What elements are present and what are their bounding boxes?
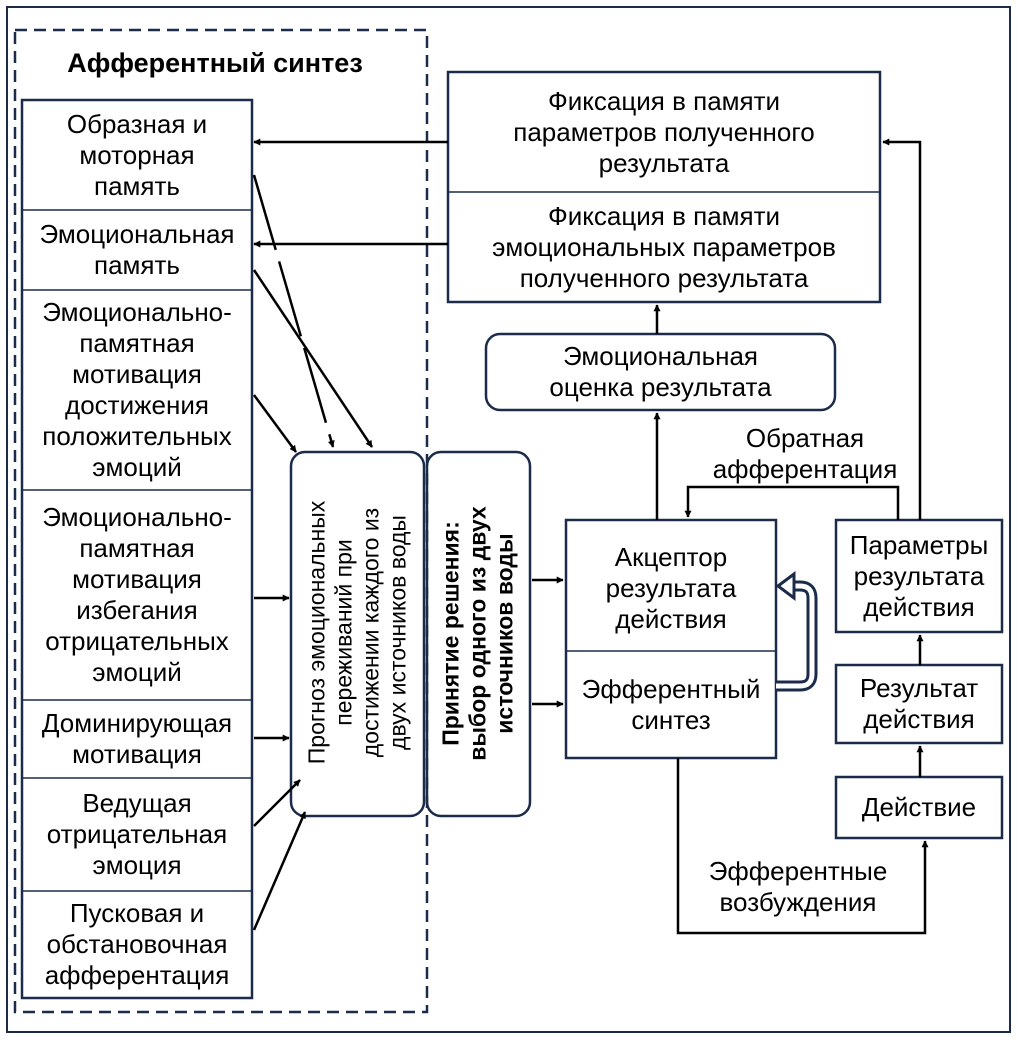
arrow-efferent-excitations xyxy=(676,758,929,935)
afferent-synthesis-title: Афферентный синтез xyxy=(67,47,363,78)
action-result-label: Результат действия xyxy=(859,673,979,734)
afferent-item-emotional-memory: Эмоциональная память xyxy=(39,219,235,280)
fixation-result-label: Фиксация в памяти параметров полученного… xyxy=(513,85,815,178)
arrow-image-memory-to-forecast xyxy=(252,174,335,448)
afferent-item-trigger-afferentation: Пусковая и обстановочная афферентация xyxy=(44,898,230,990)
memory-fixation-box xyxy=(446,70,882,304)
forecast-label: Прогноз эмоциональных переживаний при до… xyxy=(303,500,410,765)
arrow-feedback-afferentation xyxy=(684,485,900,520)
efferent-synthesis-label: Эфферентный синтез xyxy=(581,674,761,735)
afferent-column xyxy=(20,98,254,1000)
fixation-emotional-label: Фиксация в памяти эмоциональных параметр… xyxy=(492,200,836,293)
afferent-item-image-motor-memory: Образная и моторная память xyxy=(66,108,208,201)
arrow-emotional-memory-to-forecast xyxy=(252,269,374,448)
arrow-positive-motivation-to-forecast xyxy=(252,394,298,453)
arrow-trigger-afferentation-to-forecast xyxy=(252,811,307,931)
acceptor-label: Акцептор результата действия xyxy=(605,541,737,634)
arrow-leading-emotion-to-forecast xyxy=(253,779,301,827)
afferent-item-negative-motivation: Эмоционально- памятная мотивация избеган… xyxy=(42,502,232,687)
afferent-item-dominant-motivation: Доминирующая мотивация xyxy=(41,708,233,769)
arrow-params-to-memory xyxy=(882,138,922,520)
action-label: Действие xyxy=(861,792,977,822)
feedback-afferentation-label: Обратная афферентация xyxy=(712,423,898,484)
result-params-label: Параметры результата действия xyxy=(849,529,989,622)
decision-label: Принятие решения: выбор одного из двух и… xyxy=(437,506,518,761)
efferent-excitations-label: Эфферентные возбуждения xyxy=(708,856,888,917)
outer-frame xyxy=(6,6,1011,1033)
emotional-assessment-box xyxy=(484,332,837,412)
decision-box xyxy=(425,450,532,818)
afferent-dividers xyxy=(22,209,252,892)
emotional-assessment-label: Эмоциональная оценка результата xyxy=(549,341,772,402)
afferent-item-leading-negative-emotion: Ведущая отрицательная эмоция xyxy=(46,788,228,880)
acceptor-box xyxy=(564,518,778,760)
forecast-box xyxy=(289,450,426,818)
afferent-item-positive-motivation: Эмоционально- памятная мотивация достиже… xyxy=(42,297,232,482)
efferent-to-acceptor-loop-arrow xyxy=(775,571,818,692)
